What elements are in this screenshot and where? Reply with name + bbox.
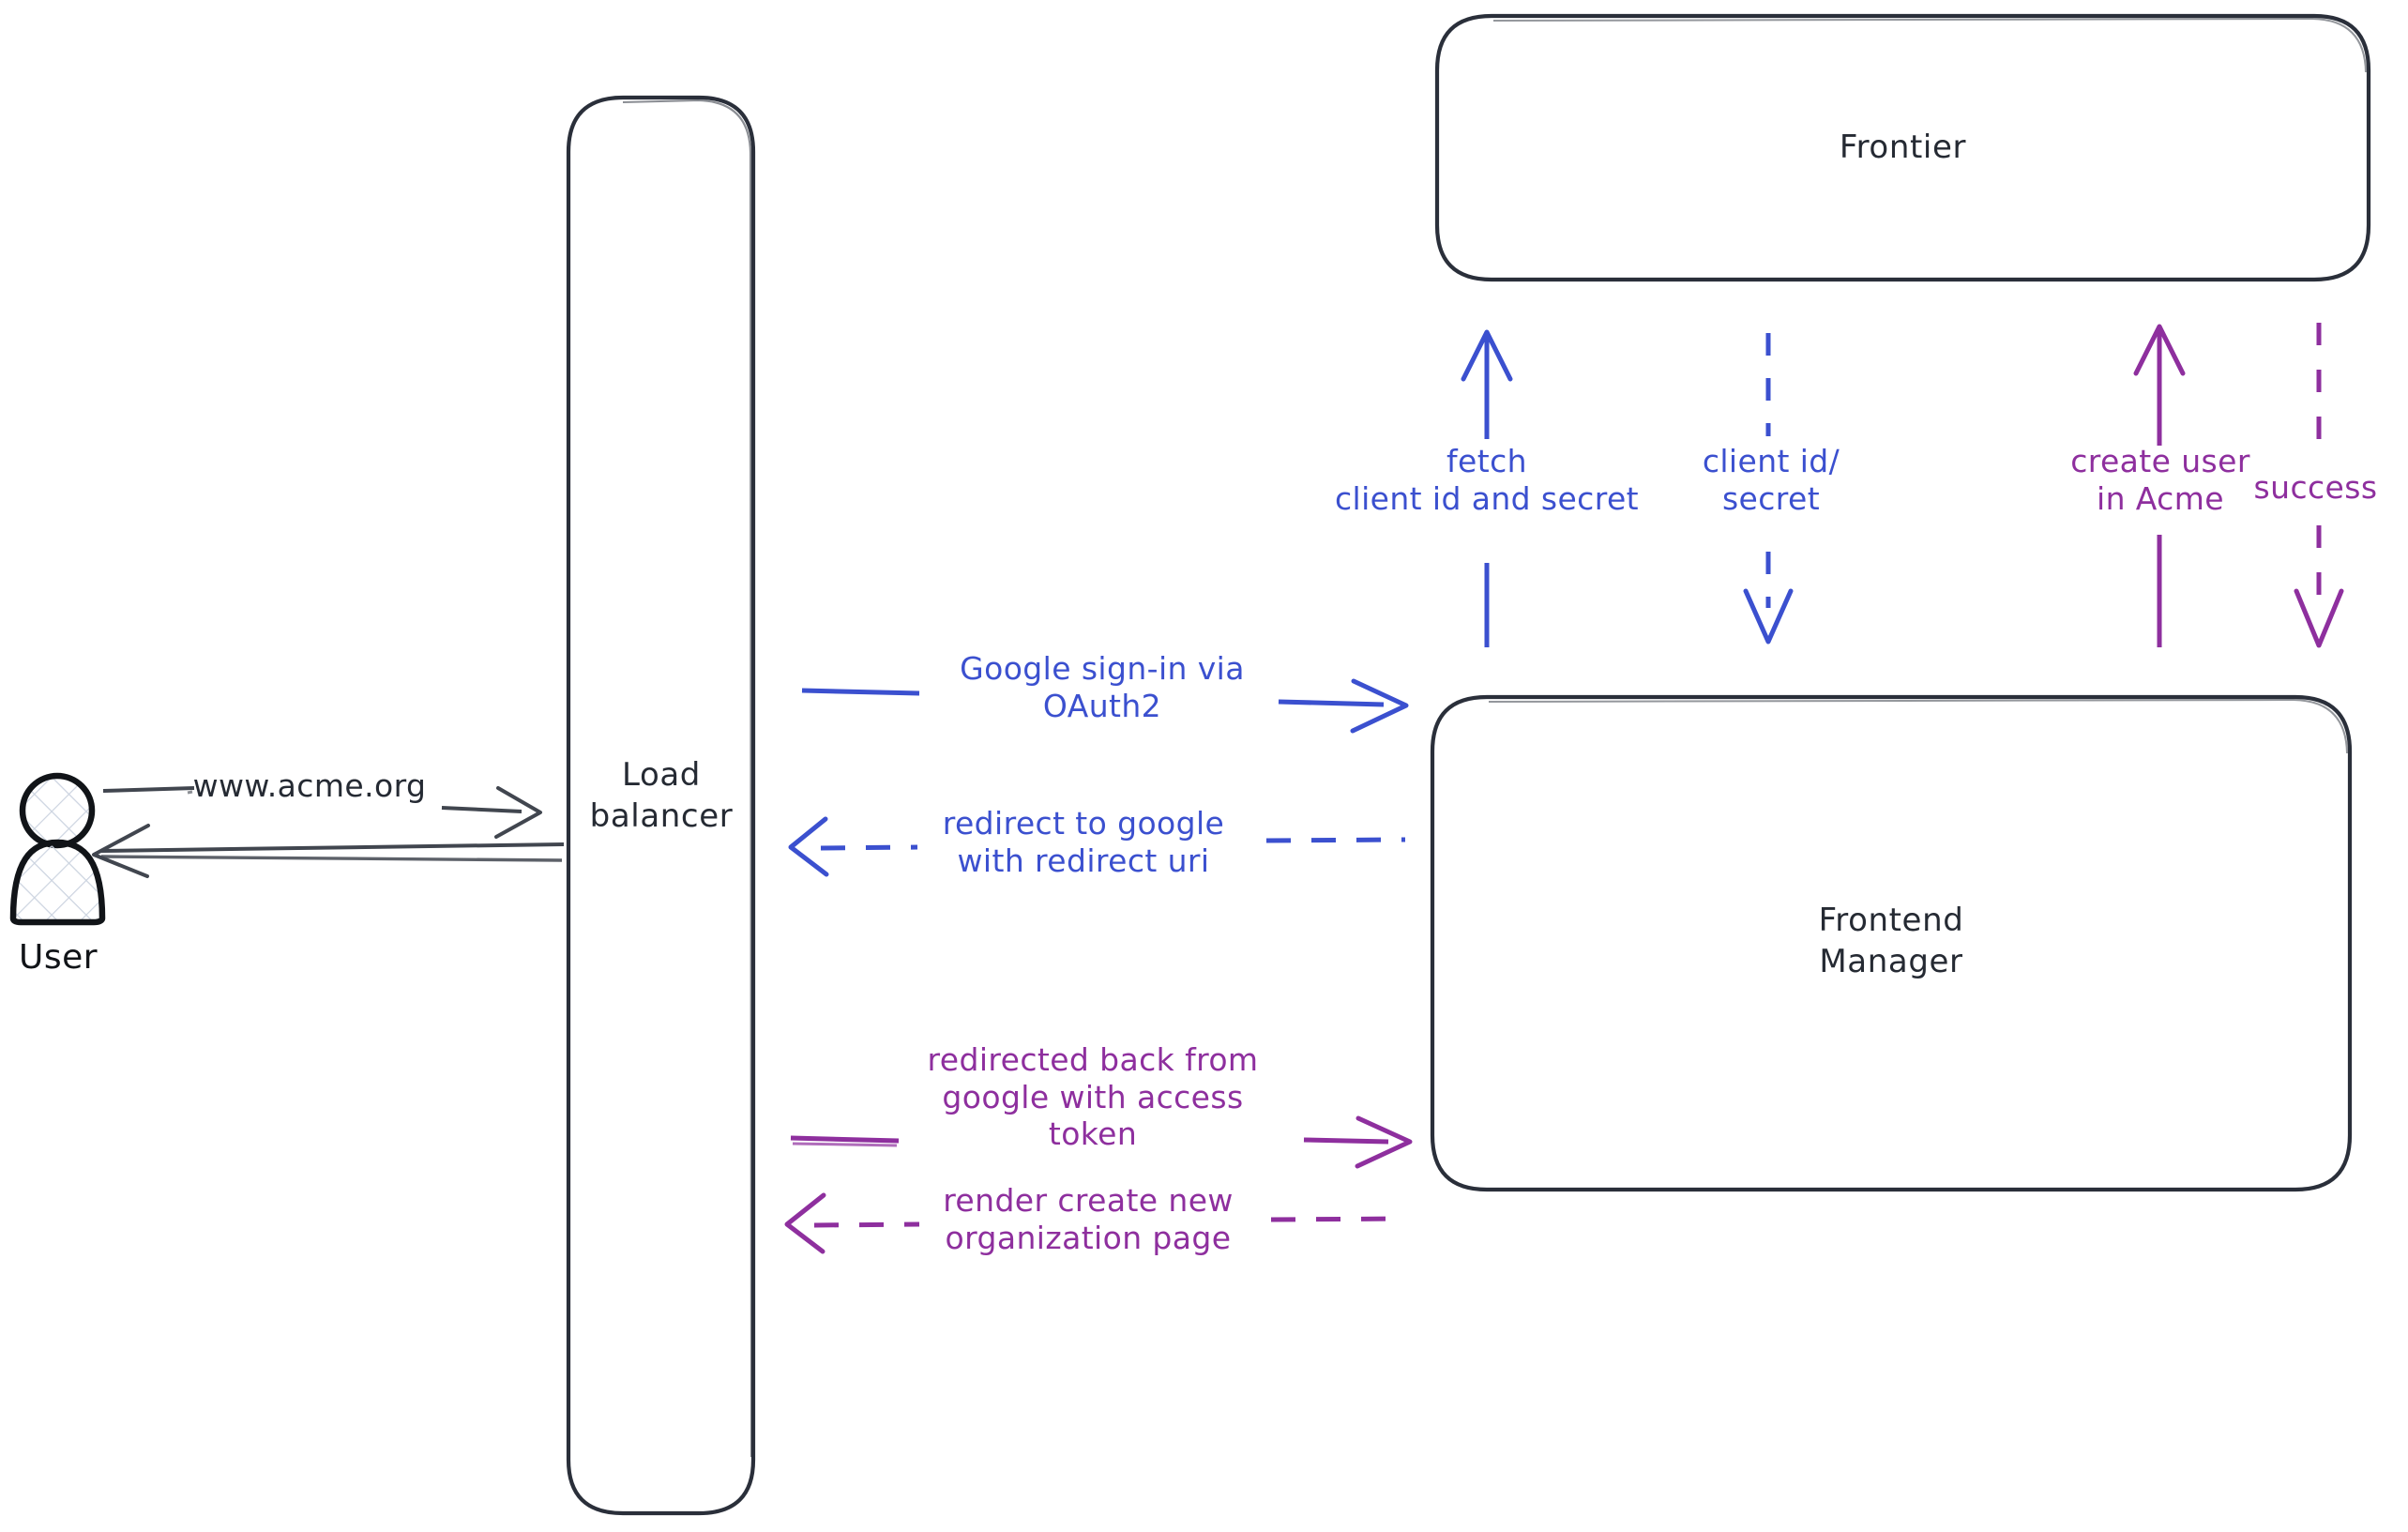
edge-render-create-org xyxy=(784,1192,1406,1254)
edge-load-balancer-to-user xyxy=(92,824,565,878)
user-actor-caption: User xyxy=(19,938,98,977)
user-person-icon xyxy=(9,772,106,926)
edge-success xyxy=(2294,323,2344,648)
node-load-balancer[interactable] xyxy=(566,95,756,1516)
edge-client-id-secret-response xyxy=(1743,333,1794,645)
node-frontier[interactable] xyxy=(1434,13,2371,282)
edge-create-user-in-acme xyxy=(2133,324,2186,647)
edge-fetch-client-id-secret xyxy=(1461,329,1513,647)
edge-redirect-to-google xyxy=(788,816,1406,877)
edge-user-to-load-balancer xyxy=(102,786,542,839)
edge-redirected-back-token xyxy=(790,1115,1413,1169)
node-frontend-manager[interactable] xyxy=(1430,694,2353,1192)
edge-google-signin xyxy=(801,678,1409,734)
